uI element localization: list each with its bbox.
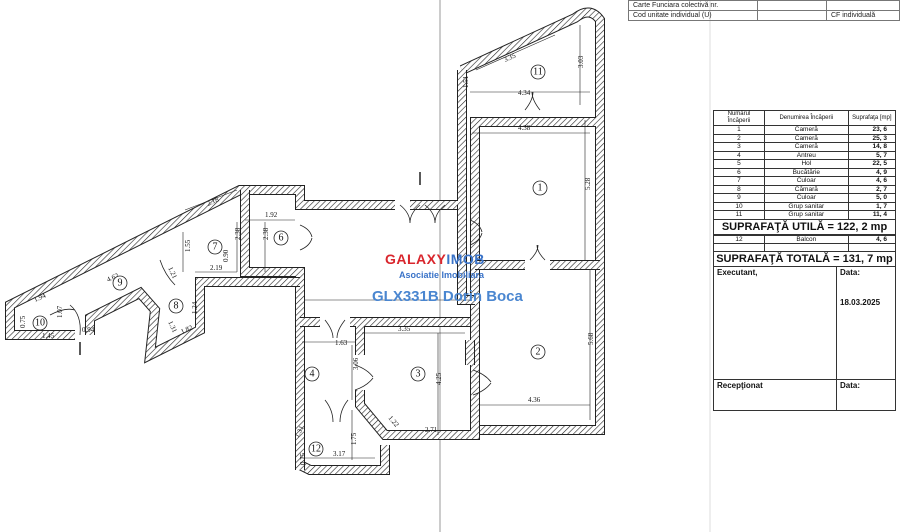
dimension-label: 1.45	[42, 332, 55, 340]
executant-label: Executant,	[714, 267, 837, 379]
dimension-label: 5.28	[584, 177, 592, 190]
room-label-2: 2	[530, 344, 546, 360]
svg-text:12: 12	[311, 444, 321, 455]
cf-label: Carte Funciara colectivă nr.	[628, 0, 758, 11]
dimension-label: 2.19	[210, 264, 223, 272]
unit-code-label: Cod unitate individual (U)	[628, 10, 758, 21]
dimension-lines	[182, 25, 591, 460]
cf-individual-label: CF individuală	[825, 10, 900, 21]
dimension-label: 1.92	[265, 211, 278, 219]
dimension-label: 2.38	[262, 227, 270, 240]
dimension-label: 4.38	[518, 124, 531, 132]
col-room-name: Denumirea Încăperii	[763, 110, 849, 126]
dimension-label: 3.06	[352, 357, 360, 370]
svg-text:7: 7	[213, 242, 218, 253]
svg-text:9: 9	[118, 278, 123, 289]
dimension-label: 3.35	[398, 325, 411, 333]
room-label-12: 12	[308, 441, 324, 457]
walls	[5, 7, 605, 475]
dimension-label: 1.55	[184, 239, 192, 252]
dimension-label: 1.07	[56, 305, 64, 318]
doors	[49, 91, 546, 423]
svg-text:4: 4	[310, 369, 315, 380]
dimension-label: 0.94	[82, 326, 95, 334]
dimension-label: 3.03	[577, 55, 585, 68]
dimension-label: 1.75	[350, 432, 358, 445]
received-date-label: Data:	[840, 381, 861, 390]
dimension-label: 1.63	[335, 339, 348, 347]
watermark-logo: GALAXYIMOB	[385, 251, 485, 267]
total-area: SUPRAFAŢĂ TOTALĂ = 131, 7 mp	[713, 252, 896, 267]
cadastral-header-table: Carte Funciara colectivă nr. Cod unitate…	[628, 0, 900, 21]
room-label-9: 9	[112, 275, 128, 291]
dimension-label: 1.51	[462, 75, 470, 88]
dimension-label: 1.21	[166, 265, 179, 280]
dimension-label: 1.24	[191, 301, 199, 314]
room-label-8: 8	[168, 298, 184, 314]
received-label: Recepţionat	[714, 380, 837, 410]
date-label: Data:	[840, 268, 861, 277]
useful-area: SUPRAFAŢĂ UTILĂ = 122, 2 mp	[713, 219, 896, 235]
room-label-4: 4	[304, 366, 320, 382]
dimension-label: 3.17	[333, 450, 346, 458]
col-room-number: Numărul Încăperii	[713, 110, 765, 126]
svg-text:8: 8	[174, 301, 179, 312]
col-room-area: Suprafaţa [mp]	[847, 110, 897, 126]
svg-text:11: 11	[533, 67, 543, 78]
dimension-label: 4.25	[435, 372, 443, 385]
dimension-label: 0.75	[299, 452, 307, 465]
dimension-label: 2.38	[234, 227, 242, 240]
svg-text:3: 3	[416, 369, 421, 380]
dimension-label: 0.90	[222, 249, 230, 262]
surface-table: Numărul Încăperii Denumirea Încăperii Su…	[713, 110, 897, 411]
dimension-label: 1.31	[166, 319, 179, 334]
room-label-7: 7	[207, 239, 223, 255]
dimension-label: 0.75	[19, 315, 27, 328]
dimension-label: 4.36	[528, 396, 541, 404]
dimension-label: 1.22	[386, 414, 400, 429]
dimension-label: 4.34	[518, 89, 531, 97]
svg-text:2: 2	[536, 347, 541, 358]
svg-text:1: 1	[538, 183, 543, 194]
room-label-1: 1	[532, 180, 548, 196]
dimension-label: 5.68	[587, 332, 595, 345]
watermark-agent: GLX331B Dorin Boca	[372, 288, 523, 305]
svg-text:10: 10	[35, 318, 45, 329]
dimension-label: 2.71	[425, 426, 438, 434]
watermark-subtitle: Asociatie Imobiliara	[399, 270, 485, 280]
room-label-11: 11	[530, 64, 546, 80]
table-row: 12 Balcon 4, 6	[713, 234, 897, 244]
room-label-10: 10	[32, 315, 48, 331]
room-label-6: 6	[273, 230, 289, 246]
svg-text:6: 6	[279, 233, 284, 244]
room-label-3: 3	[410, 366, 426, 382]
date-value: 18.03.2025	[840, 298, 881, 307]
